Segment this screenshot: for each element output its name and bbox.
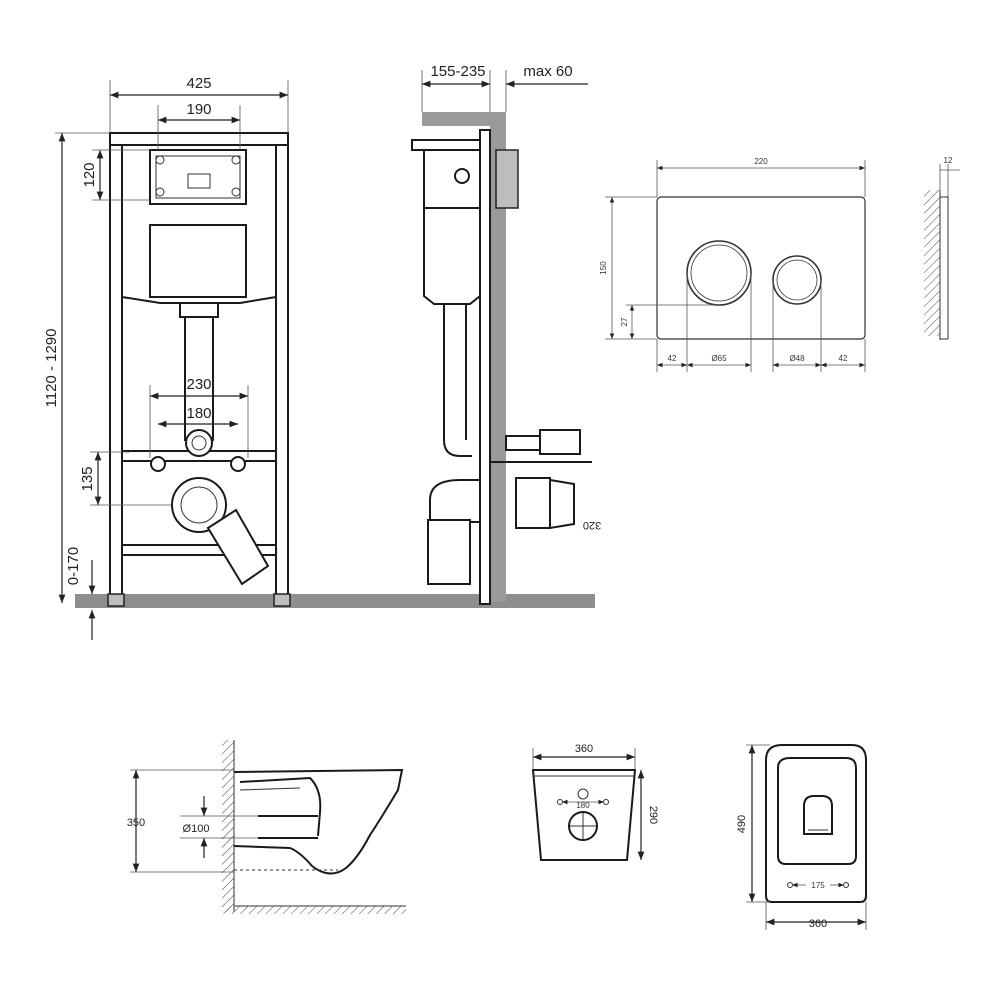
bolt-hole-icon (557, 799, 563, 805)
flush-plate-side (495, 149, 519, 209)
mount-screw-icon (155, 155, 165, 165)
bowl-side-view: 350 Ø100 (127, 740, 406, 914)
frame-left-post (109, 132, 123, 604)
label-width-total: 425 (186, 75, 211, 92)
drain-connector-end (549, 478, 575, 530)
label-top-hole-spacing: 175 (811, 881, 825, 890)
label-depth-max: max 60 (523, 63, 572, 80)
label-bolt-outer: 230 (186, 376, 211, 393)
cistern-head (423, 149, 481, 209)
drain-connector (515, 477, 551, 529)
front-view: 425 190 1120 - 1290 120 230 180 135 0-17… (43, 75, 595, 640)
label-plate-thickness: 12 (944, 156, 953, 165)
bowl-top-outline (765, 744, 867, 903)
top-bracket (411, 139, 481, 151)
label-foot-adjust: 0-170 (65, 547, 82, 585)
valve-block (187, 173, 211, 189)
label-back-width: 360 (575, 743, 593, 755)
label-top-length: 490 (736, 815, 748, 833)
label-margin-right: 42 (839, 354, 848, 363)
mount-screw-icon (231, 187, 241, 197)
bowl-floor-hatch (222, 906, 406, 914)
label-bowl-height: 350 (127, 817, 145, 829)
frame-right-post (275, 132, 289, 604)
valve-knob-icon (454, 168, 470, 184)
drain-elbow (206, 508, 270, 586)
label-margin-left: 42 (668, 354, 677, 363)
frame-bottom-bar (121, 544, 277, 556)
label-plate-height: 150 (599, 261, 608, 275)
small-flush-button-ring (776, 259, 818, 301)
big-flush-button-ring (690, 244, 748, 302)
cistern-front-cover (149, 224, 247, 298)
bolt-hole-icon (843, 882, 849, 888)
mount-screw-icon (155, 187, 165, 197)
label-drain-height: 135 (79, 466, 96, 491)
bowl-top-drain (803, 795, 833, 835)
bowl-inner-line (239, 787, 301, 791)
label-big-button: Ø65 (711, 354, 727, 363)
label-offset-bottom: 27 (620, 317, 629, 326)
floor-line (75, 594, 595, 608)
label-outlet-dia: Ø100 (183, 823, 210, 835)
label-bolt-inner: 180 (186, 405, 211, 422)
wall-top-ledge (422, 112, 502, 126)
plate-side-profile (939, 196, 949, 340)
bowl-back-outline (531, 769, 637, 861)
flush-pipe-collar (179, 302, 219, 318)
label-depth-range: 155-235 (430, 63, 485, 80)
bolt-right-icon (230, 456, 246, 472)
flush-mechanism (155, 155, 241, 199)
label-hole-spacing: 180 (576, 801, 590, 810)
mount-screw-icon (231, 155, 241, 165)
label-drain-320: 320 (583, 519, 601, 531)
cistern-tank-side (423, 207, 481, 305)
label-small-button: Ø48 (789, 354, 805, 363)
label-height-range: 1120 - 1290 (43, 329, 60, 408)
flush-outlet-inner (191, 435, 207, 451)
flush-panel-opening (149, 149, 247, 205)
bowl-wall-hatch (222, 740, 234, 912)
drain-pipe-down (427, 519, 471, 585)
bolt-hole-icon (603, 799, 609, 805)
frame-top-bar (109, 132, 289, 146)
label-back-height: 290 (647, 806, 659, 824)
label-height-button: 120 (81, 162, 98, 187)
wall-section (490, 112, 506, 602)
foot-right (273, 593, 291, 607)
bowl-back-outlet (568, 811, 598, 841)
bowl-top-inner (777, 757, 857, 865)
big-flush-button (686, 240, 752, 306)
plate-wall-hatch (924, 190, 940, 336)
label-plate-width: 220 (754, 157, 768, 166)
bolt-left-icon (150, 456, 166, 472)
flush-pipe-side-a (443, 304, 472, 457)
bowl-back-view: 180 360 290 (531, 743, 659, 861)
frame-side-post (479, 129, 491, 605)
side-view: 320 155-235 max 60 (411, 63, 601, 605)
bowl-back-inlet (577, 788, 589, 800)
flush-outlet (185, 429, 213, 457)
foot-left (107, 593, 125, 607)
small-flush-button (772, 255, 822, 305)
bowl-outline (233, 768, 404, 875)
flush-plate-view: 220 150 27 42 Ø65 Ø48 42 12 (599, 156, 960, 372)
flush-pipe (184, 309, 214, 441)
flush-connector-end (539, 429, 581, 455)
label-width-panel: 190 (186, 101, 211, 118)
bolt-hole-icon (787, 882, 793, 888)
label-top-width: 360 (809, 918, 827, 930)
bowl-inner-rim (239, 776, 322, 837)
bowl-top-view: 175 490 360 (736, 744, 867, 930)
drain-outlet-inner (180, 486, 218, 524)
